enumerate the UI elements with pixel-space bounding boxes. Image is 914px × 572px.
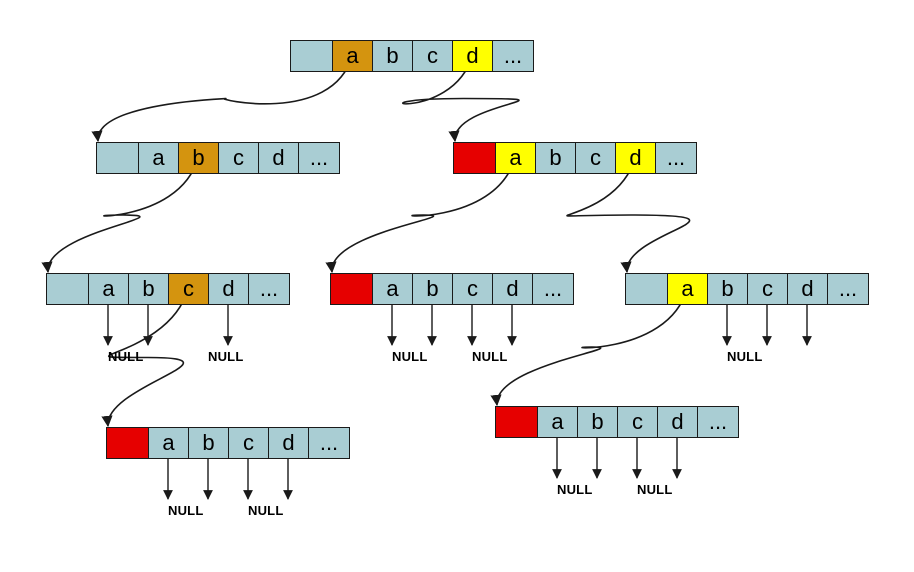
child-pointer-arrow — [566, 157, 691, 274]
node-pointer-cell: c — [618, 407, 658, 437]
node-marker-cell — [107, 428, 149, 458]
node-marker-cell — [291, 41, 333, 71]
node-pointer-cell: d — [493, 274, 533, 304]
null-label: NULL — [208, 349, 244, 364]
node-pointer-cell: c — [748, 274, 788, 304]
null-label: NULL — [108, 349, 144, 364]
node-pointer-cell: ... — [656, 143, 696, 173]
node-pointer-cell: ... — [299, 143, 339, 173]
child-pointer-arrow — [325, 157, 516, 274]
node-pointer-cell: a — [538, 407, 578, 437]
child-pointer-arrow — [402, 55, 520, 143]
null-label: NULL — [392, 349, 428, 364]
node-marker-cell — [454, 143, 496, 173]
node-pointer-cell: d — [788, 274, 828, 304]
node-pointer-cell: c — [169, 274, 209, 304]
node-pointer-cell: a — [139, 143, 179, 173]
child-pointer-arrow — [101, 288, 189, 428]
node-pointer-cell: b — [578, 407, 618, 437]
node-pointer-cell: b — [708, 274, 748, 304]
node-marker-cell — [331, 274, 373, 304]
node-pointer-cell: a — [668, 274, 708, 304]
node-pointer-cell: b — [129, 274, 169, 304]
node-pointer-cell: b — [373, 41, 413, 71]
null-label: NULL — [557, 482, 593, 497]
node-pointer-cell: a — [496, 143, 536, 173]
node-pointer-cell: c — [413, 41, 453, 71]
child-pointer-arrow — [490, 288, 688, 407]
node-pointer-cell: b — [413, 274, 453, 304]
node-pointer-cell: a — [149, 428, 189, 458]
node-marker-cell — [97, 143, 139, 173]
null-label: NULL — [727, 349, 763, 364]
node-pointer-cell: c — [576, 143, 616, 173]
node-pointer-cell: c — [229, 428, 269, 458]
node-marker-cell — [47, 274, 89, 304]
child-pointer-arrow — [41, 157, 199, 274]
null-label: NULL — [472, 349, 508, 364]
node-marker-cell — [626, 274, 668, 304]
node-pointer-cell: d — [453, 41, 493, 71]
node-pointer-cell: b — [536, 143, 576, 173]
node-pointer-cell: a — [373, 274, 413, 304]
node-pointer-cell: c — [453, 274, 493, 304]
node-pointer-cell: d — [616, 143, 656, 173]
node-marker-cell — [496, 407, 538, 437]
node-pointer-cell: ... — [249, 274, 289, 304]
null-label: NULL — [637, 482, 673, 497]
node-pointer-cell: c — [219, 143, 259, 173]
null-label: NULL — [248, 503, 284, 518]
child-pointer-arrow — [91, 55, 353, 143]
node-pointer-cell: d — [269, 428, 309, 458]
node-pointer-cell: b — [189, 428, 229, 458]
node-pointer-cell: ... — [698, 407, 738, 437]
node-pointer-cell: ... — [533, 274, 573, 304]
node-pointer-cell: a — [89, 274, 129, 304]
null-label: NULL — [168, 503, 204, 518]
node-pointer-cell: ... — [309, 428, 349, 458]
node-pointer-cell: d — [209, 274, 249, 304]
node-pointer-cell: d — [259, 143, 299, 173]
node-pointer-cell: ... — [828, 274, 868, 304]
node-pointer-cell: b — [179, 143, 219, 173]
node-pointer-cell: a — [333, 41, 373, 71]
node-pointer-cell: d — [658, 407, 698, 437]
node-pointer-cell: ... — [493, 41, 533, 71]
